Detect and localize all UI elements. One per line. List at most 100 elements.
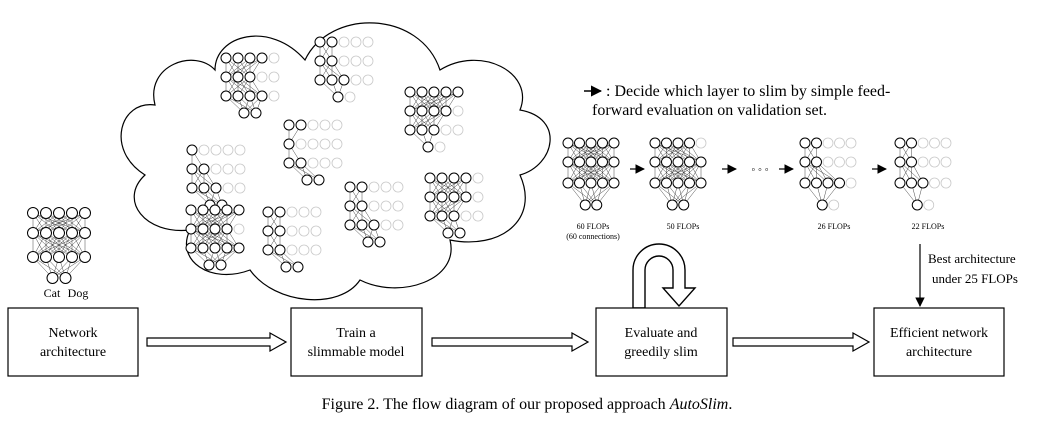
neuron-active: [917, 177, 929, 189]
net-connection: [672, 182, 702, 206]
neuron-active: [292, 261, 304, 273]
neuron-pruned: [338, 55, 350, 67]
neuron-pruned: [298, 206, 310, 218]
neuron-active: [661, 156, 672, 168]
neuron-active: [911, 199, 923, 211]
neuron-active: [608, 137, 620, 149]
neuron-active: [906, 137, 917, 149]
neuron-active: [906, 177, 917, 189]
neuron-active: [428, 124, 440, 136]
neuron-pruned: [380, 200, 392, 212]
neuron-active: [597, 156, 608, 168]
neuron-pruned: [307, 119, 319, 131]
neuron-active: [221, 204, 233, 216]
neuron-active: [799, 177, 811, 189]
neuron-pruned: [268, 90, 280, 102]
neuron-pruned: [472, 172, 484, 184]
neuron-pruned: [845, 137, 857, 149]
neuron-active: [79, 207, 91, 219]
neuron-pruned: [362, 36, 374, 48]
neuron-active: [424, 210, 436, 222]
neuron-active: [562, 156, 574, 168]
label-cat: Cat: [44, 286, 61, 300]
seq-sublabel-1: (60 connections): [566, 232, 620, 241]
neuron-active: [816, 199, 828, 211]
neuron-active: [695, 156, 707, 168]
neuron-active: [27, 207, 39, 219]
neuron-pruned: [210, 144, 222, 156]
neuron-active: [416, 124, 428, 136]
neuron-active: [244, 52, 256, 64]
neuron-active: [295, 119, 307, 131]
box-train-slimmable-line2: slimmable model: [308, 345, 405, 360]
neuron-active: [256, 90, 268, 102]
flow-arrow-2: [431, 331, 590, 353]
neuron-active: [344, 219, 356, 231]
neuron-pruned: [298, 244, 310, 256]
neuron-active: [313, 174, 325, 186]
neuron-pruned: [362, 55, 374, 67]
box-network-architecture-line1: Network: [49, 326, 98, 341]
cloud-net-1: [220, 52, 280, 119]
neuron-active: [436, 210, 448, 222]
neuron-pruned: [310, 244, 322, 256]
neuron-active: [608, 177, 620, 189]
seq-label-4: 22 FLOPs: [912, 222, 945, 231]
cloud-net-3: [404, 86, 464, 153]
neuron-active: [326, 74, 338, 86]
neuron-active: [422, 141, 434, 153]
neuron-pruned: [822, 137, 834, 149]
net-connection: [225, 57, 263, 78]
seq-net-2: [649, 137, 707, 211]
neuron-active: [232, 71, 244, 83]
net-connection: [202, 209, 240, 230]
neuron-active: [338, 74, 350, 86]
neuron-pruned: [233, 223, 245, 235]
neuron-pruned: [828, 199, 840, 211]
neuron-active: [678, 199, 690, 211]
neuron-active: [448, 210, 460, 222]
net-connection: [567, 142, 603, 163]
neuron-active: [274, 244, 286, 256]
seq-net-4: [894, 137, 952, 211]
box-train-slimmable: [290, 307, 423, 377]
neuron-active: [562, 177, 574, 189]
neuron-active: [649, 177, 661, 189]
best-note-line1: Best architecture: [928, 251, 1016, 266]
neuron-active: [197, 223, 209, 235]
neuron-pruned: [392, 219, 404, 231]
best-note-line2: under 25 FLOPs: [932, 271, 1018, 286]
seq-ellipsis: ◦ ◦ ◦: [751, 164, 768, 176]
neuron-active: [362, 236, 374, 248]
neuron-pruned: [380, 181, 392, 193]
neuron-pruned: [434, 141, 446, 153]
neuron-active: [40, 227, 52, 239]
neuron-active: [424, 191, 436, 203]
neuron-active: [428, 86, 440, 98]
flow-arrow-3: [732, 331, 871, 353]
net-connection: [567, 161, 603, 184]
neuron-pruned: [362, 74, 374, 86]
box-efficient-network: [873, 307, 1005, 377]
neuron-active: [53, 251, 65, 263]
neuron-active: [356, 219, 368, 231]
neuron-pruned: [222, 182, 234, 194]
neuron-active: [66, 227, 78, 239]
box-evaluate-slim-line2: greedily slim: [624, 345, 698, 360]
neuron-active: [344, 200, 356, 212]
neuron-active: [79, 251, 91, 263]
neuron-active: [666, 199, 678, 211]
neuron-active: [185, 242, 197, 254]
neuron-active: [221, 242, 233, 254]
neuron-pruned: [310, 206, 322, 218]
seq-label-3: 26 FLOPs: [818, 222, 851, 231]
neuron-active: [460, 172, 472, 184]
neuron-pruned: [917, 137, 929, 149]
neuron-pruned: [268, 52, 280, 64]
neuron-active: [672, 177, 684, 189]
neuron-active: [672, 137, 684, 149]
neuron-active: [404, 105, 416, 117]
neuron-active: [585, 137, 597, 149]
neuron-pruned: [350, 74, 362, 86]
neuron-active: [262, 225, 274, 237]
